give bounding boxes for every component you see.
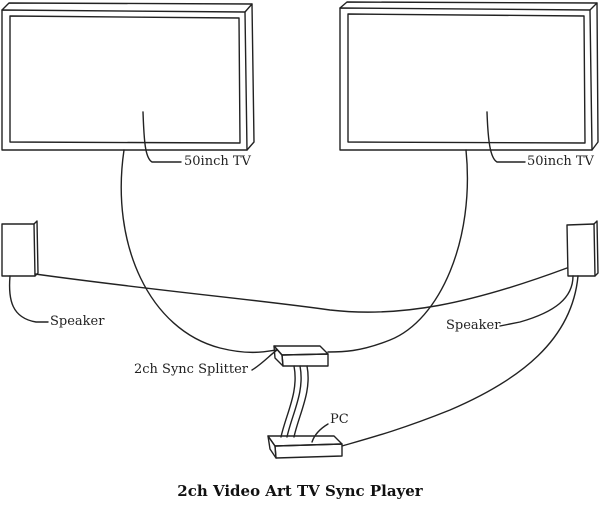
tv-right	[339, 1, 599, 151]
label-speaker-right: Speaker	[446, 318, 501, 333]
cable-speaker-left	[34, 267, 568, 313]
label-tv-right: 50inch TV	[527, 154, 594, 169]
label-pc: PC	[330, 412, 349, 427]
leader-speaker-left	[8, 275, 49, 323]
cable-tv-left	[120, 149, 277, 354]
cable-splitter-pc-a	[286, 365, 302, 438]
cable-tv-right	[327, 149, 469, 353]
cable-splitter-pc-c	[280, 365, 296, 438]
leader-splitter	[251, 349, 278, 371]
diagram-title: 2ch Video Art TV Sync Player	[177, 482, 423, 500]
leader-tv-right	[486, 111, 526, 163]
label-speaker-left: Speaker	[50, 314, 105, 329]
leader-pc	[311, 423, 329, 443]
speaker-left	[1, 220, 39, 277]
pc-box	[267, 435, 343, 459]
cable-speaker-right-pc	[341, 275, 579, 447]
label-tv-left: 50inch TV	[184, 154, 251, 169]
leader-tv-left	[142, 111, 182, 163]
tv-left	[1, 2, 255, 151]
label-splitter: 2ch Sync Splitter	[134, 362, 248, 377]
speaker-right	[566, 220, 599, 277]
cable-splitter-pc-b	[293, 365, 309, 438]
leader-speaker-right	[499, 275, 574, 327]
splitter-box	[273, 345, 329, 367]
